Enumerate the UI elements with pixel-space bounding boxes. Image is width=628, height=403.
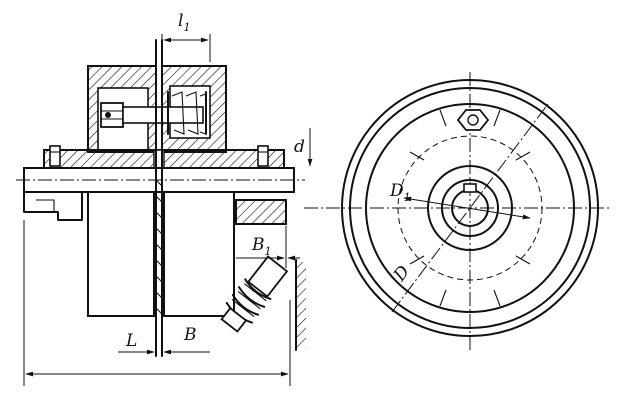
shaft	[16, 167, 305, 221]
dim-label-D1: D1	[389, 181, 411, 204]
dim-label-l1: l1	[178, 11, 190, 34]
keyway	[463, 183, 477, 193]
dim-label-B1: B1	[251, 235, 272, 258]
lower-drum	[87, 191, 235, 317]
gear-disc	[155, 39, 163, 357]
outer-rim	[341, 79, 599, 337]
side-section-view	[16, 39, 306, 357]
bolt-with-nut	[100, 102, 204, 128]
dim-label-d: d	[294, 137, 305, 157]
dim-label-D: D	[389, 262, 414, 286]
dim-label-L: L	[125, 331, 137, 351]
support-wall	[295, 259, 306, 351]
dimension-B1	[236, 226, 300, 268]
front-view	[304, 72, 612, 350]
inclined-spring-plunger	[220, 255, 289, 333]
hex-nut	[456, 109, 490, 131]
dim-label-B: B	[183, 325, 197, 345]
dimension-overall-length	[23, 220, 291, 386]
dimension-l1	[161, 34, 211, 62]
hub-flange	[43, 145, 285, 169]
shaft-collar	[235, 199, 287, 225]
upper-spring	[167, 91, 207, 135]
